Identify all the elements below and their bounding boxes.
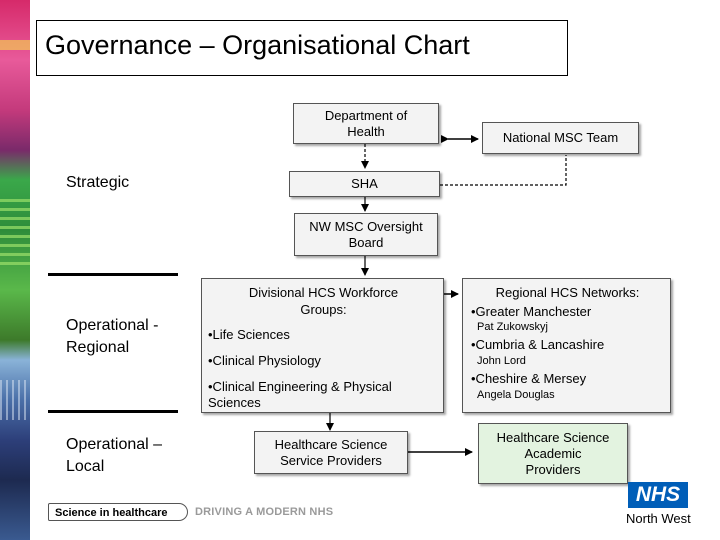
node-text: Providers — [525, 461, 581, 477]
node-text: Health — [347, 123, 385, 139]
node-nw-msc-oversight-board: NW MSC Oversight Board — [294, 213, 438, 256]
node-text: Board — [348, 234, 384, 250]
node-text: SHA — [351, 176, 378, 191]
tier-divider — [48, 273, 178, 276]
tier-label-operational-local: Operational – Local — [66, 434, 162, 478]
divisional-list: Divisional HCS Workforce Groups: •Life S… — [202, 279, 445, 414]
tier-label-line: Regional — [66, 339, 130, 356]
node-text: Academic — [524, 445, 582, 461]
tier-label-strategic: Strategic — [66, 174, 130, 191]
page-title: Governance – Organisational Chart — [45, 30, 470, 60]
divisional-item: •Clinical Engineering & Physical — [208, 379, 392, 394]
regional-lead: John Lord — [477, 355, 526, 367]
node-healthcare-science-academic-providers: Healthcare Science Academic Providers — [478, 423, 628, 484]
tier-label-line: Operational - — [66, 317, 159, 334]
nhs-region-label: North West — [626, 511, 691, 526]
node-department-of-health: Department of Health — [293, 103, 439, 144]
node-text: Department of — [324, 107, 408, 123]
tier-label-line: Operational – — [66, 436, 163, 453]
node-divisional-hcs-workforce-groups: Divisional HCS Workforce Groups: •Life S… — [201, 278, 444, 413]
strip-accent — [0, 40, 30, 50]
node-sha: SHA — [289, 171, 440, 197]
node-text: NW MSC Oversight — [309, 218, 423, 234]
footer-tagline: DRIVING A MODERN NHS — [195, 506, 334, 518]
connector-sha-msc — [440, 155, 567, 186]
regional-lead: Angela Douglas — [477, 389, 555, 401]
regional-heading: Regional HCS Networks: — [495, 285, 640, 300]
science-in-healthcare-logo: Science in healthcare — [48, 503, 188, 521]
strip-accent — [0, 195, 30, 265]
divisional-heading: Divisional HCS Workforce — [248, 285, 399, 300]
title-box: Governance – Organisational Chart — [36, 20, 568, 76]
regional-item: •Cheshire & Mersey — [471, 371, 587, 386]
node-text: Service Providers — [280, 452, 382, 468]
divisional-item: •Life Sciences — [208, 327, 290, 342]
node-national-msc-team: National MSC Team — [482, 122, 639, 154]
decorative-image-strip — [0, 0, 30, 540]
strip-accent — [0, 380, 30, 420]
node-healthcare-science-service-providers: Healthcare Science Service Providers — [254, 431, 408, 474]
divisional-heading: Groups: — [300, 302, 347, 317]
regional-list: Regional HCS Networks: •Greater Manchest… — [463, 279, 672, 414]
node-text: Healthcare Science — [274, 436, 388, 452]
tier-divider — [48, 410, 178, 413]
nhs-logo: NHS — [628, 482, 688, 508]
node-text: National MSC Team — [502, 130, 619, 145]
regional-lead: Pat Zukowskyj — [477, 321, 548, 333]
node-regional-hcs-networks: Regional HCS Networks: •Greater Manchest… — [462, 278, 671, 413]
divisional-item: •Clinical Physiology — [208, 353, 321, 368]
tier-label-line: Local — [66, 458, 105, 475]
tier-label-operational-regional: Operational - Regional — [66, 315, 159, 359]
divisional-item: Sciences — [208, 395, 261, 410]
regional-item: •Greater Manchester — [471, 304, 592, 319]
regional-item: •Cumbria & Lancashire — [471, 337, 605, 352]
node-text: Healthcare Science — [496, 429, 610, 445]
